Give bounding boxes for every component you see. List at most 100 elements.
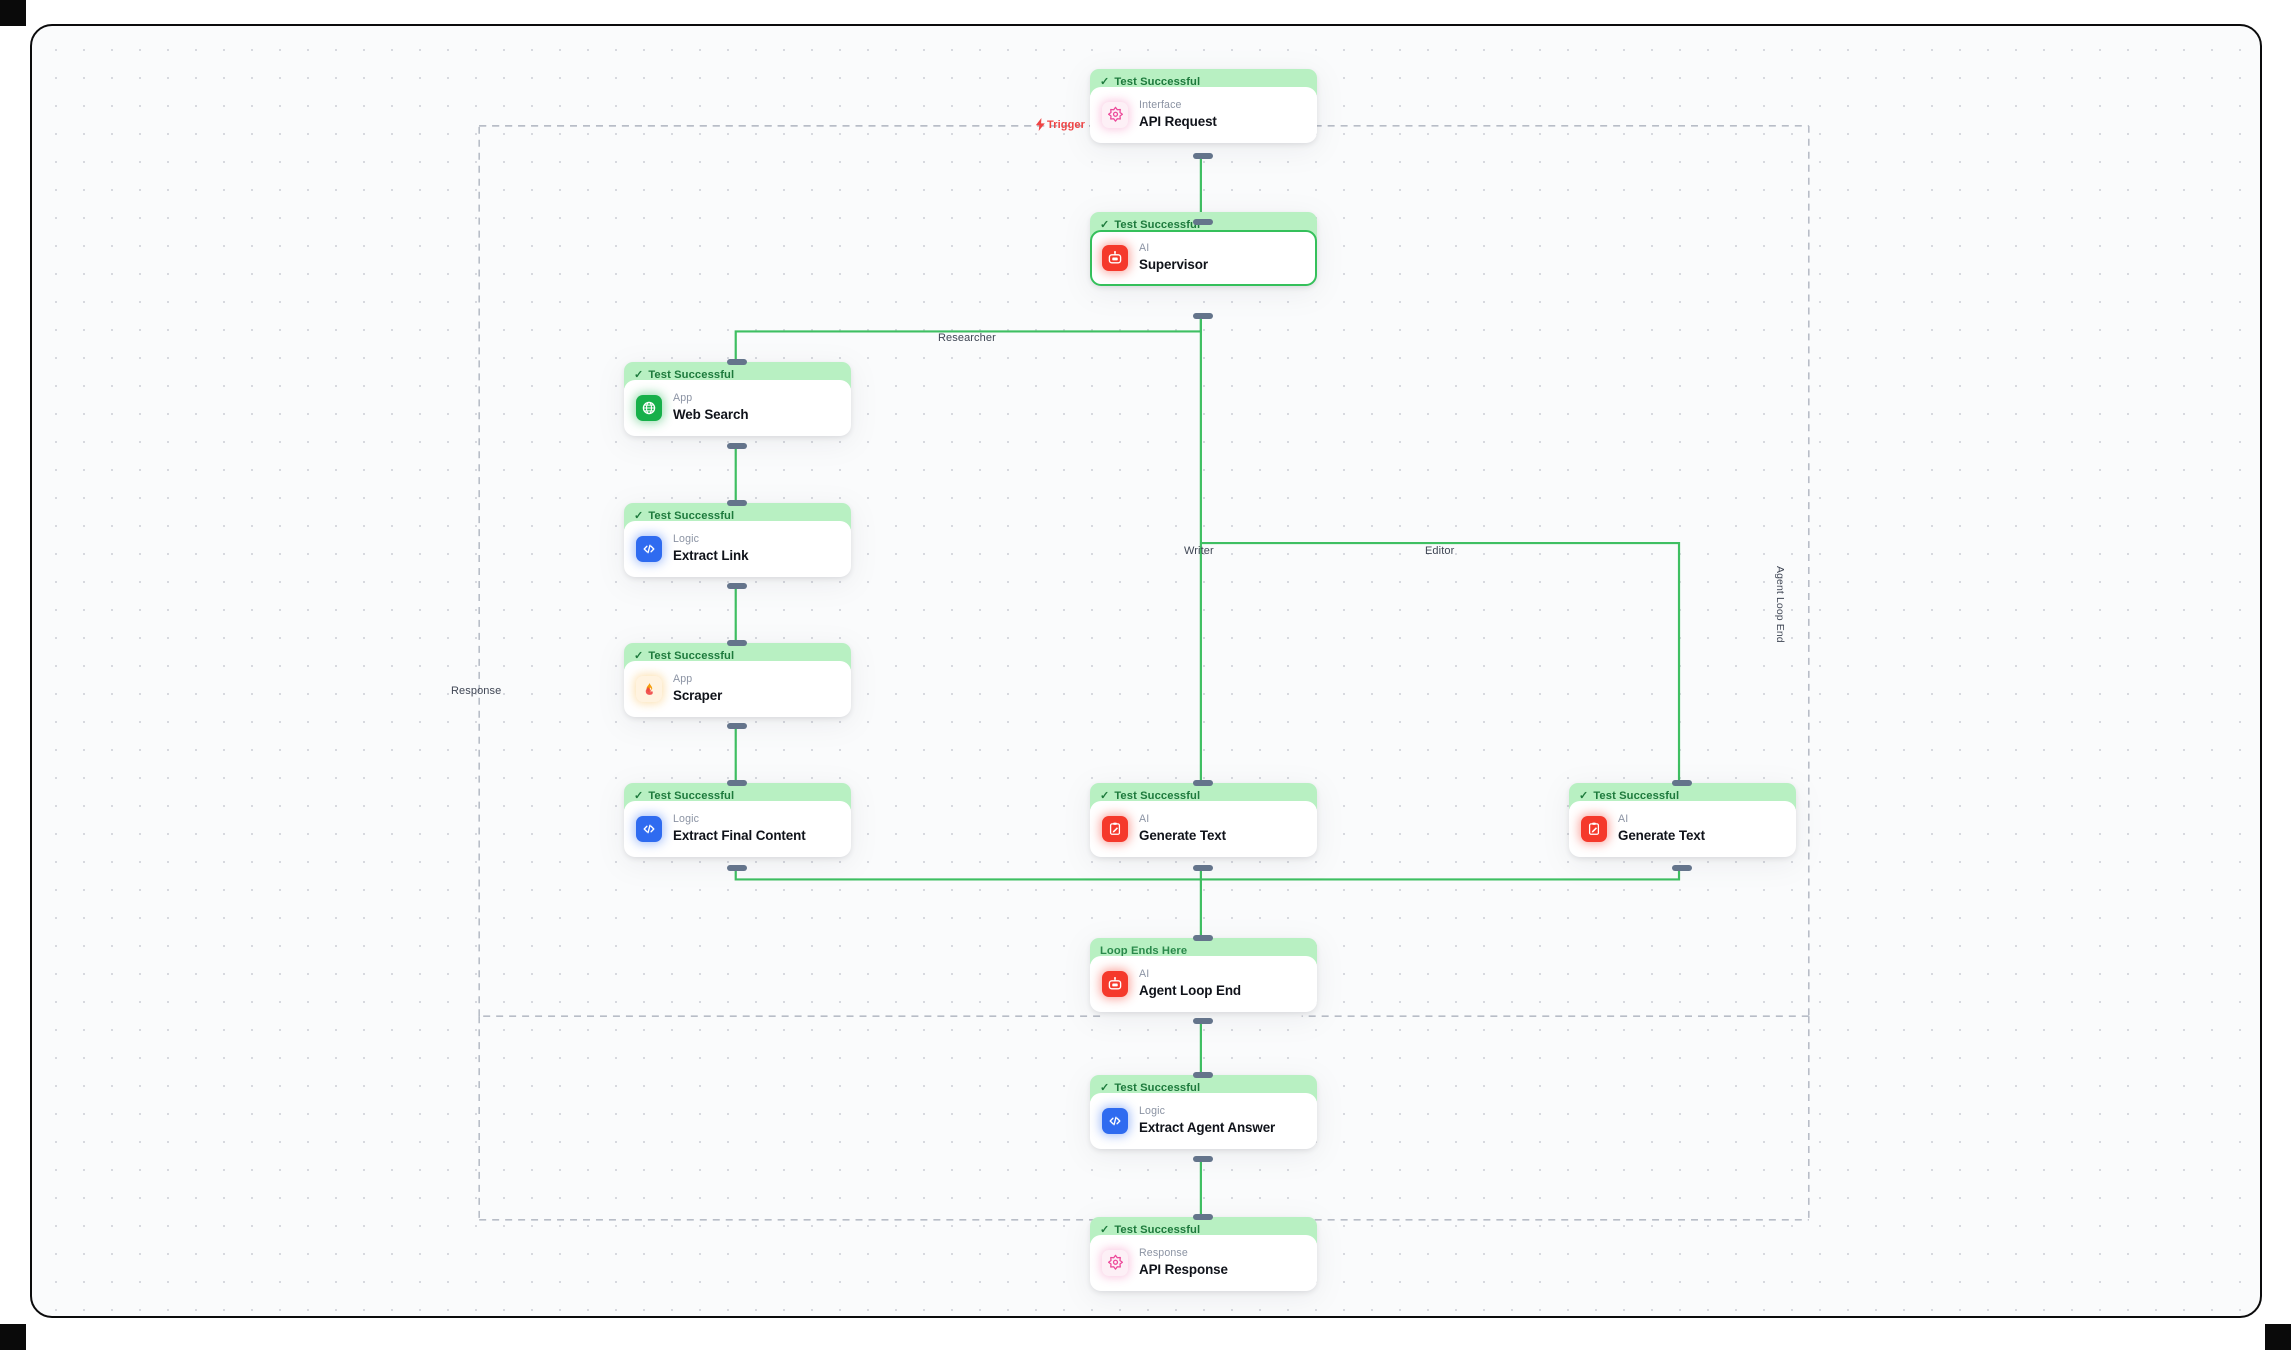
crop-mark-bottom-right: [2265, 1324, 2291, 1350]
port-extract-link-out[interactable]: [727, 583, 747, 589]
robot-icon: [1102, 244, 1128, 271]
node-extract-link[interactable]: ✓ Test Successful Logic Extract Link: [624, 503, 851, 577]
port-web-search-in[interactable]: [727, 359, 747, 365]
node-body-extract-link[interactable]: Logic Extract Link: [624, 521, 851, 577]
port-supervisor-out[interactable]: [1193, 313, 1213, 319]
port-loop-end-out[interactable]: [1193, 1018, 1213, 1024]
node-body-api-request[interactable]: Interface API Request: [1090, 87, 1317, 143]
node-kind-label: App: [673, 672, 693, 685]
node-title-label: API Response: [1139, 1261, 1228, 1277]
node-status-label: Test Successful: [1114, 1082, 1201, 1094]
port-scraper-in[interactable]: [727, 640, 747, 646]
edge-label-editor: Editor: [1425, 545, 1455, 557]
node-text-agent-loop-end: AI Agent Loop End: [1139, 968, 1241, 1000]
edge-label-trigger: Trigger: [1035, 118, 1085, 131]
node-title-label: Generate Text: [1139, 827, 1227, 843]
node-kind-label: App: [673, 391, 693, 404]
robot-icon: [1102, 970, 1128, 997]
check-icon: ✓: [1100, 75, 1110, 88]
crop-mark-top-left: [0, 0, 26, 26]
port-api-request-out[interactable]: [1193, 153, 1213, 159]
node-body-generate-text-writer[interactable]: AI Generate Text: [1090, 801, 1317, 857]
node-kind-label: AI: [1139, 967, 1150, 980]
node-text-web-search: App Web Search: [673, 391, 749, 424]
code-icon: [1102, 1107, 1128, 1134]
node-text-generate-text-writer: AI Generate Text: [1139, 813, 1226, 845]
node-kind-label: AI: [1618, 812, 1629, 825]
port-supervisor-in[interactable]: [1193, 219, 1213, 225]
port-web-search-out[interactable]: [727, 443, 747, 449]
api-request-icon: [1102, 101, 1128, 128]
node-text-scraper: App Scraper: [673, 673, 722, 705]
port-editor-out[interactable]: [1672, 865, 1692, 871]
node-body-extract-final-content[interactable]: Logic Extract Final Content: [624, 801, 851, 857]
generate-text-icon: [1581, 815, 1607, 842]
node-title-label: Generate Text: [1618, 827, 1706, 843]
node-extract-agent-answer[interactable]: ✓ Test Successful Logic Extract Agent An…: [1090, 1075, 1317, 1149]
port-extract-answer-out[interactable]: [1193, 1156, 1213, 1162]
node-body-extract-agent-answer[interactable]: Logic Extract Agent Answer: [1090, 1093, 1317, 1149]
node-body-supervisor[interactable]: AI Supervisor: [1090, 230, 1317, 286]
edge-label-response: Response: [451, 685, 502, 697]
flame-icon: [636, 675, 662, 702]
port-api-response-in[interactable]: [1193, 1214, 1213, 1220]
node-status-label: Loop Ends Here: [1100, 945, 1188, 957]
node-body-api-response[interactable]: Response API Response: [1090, 1235, 1317, 1291]
node-kind-label: AI: [1139, 812, 1150, 825]
node-status-label: Test Successful: [648, 790, 735, 802]
check-icon: ✓: [1100, 1223, 1110, 1236]
node-kind-label: Logic: [673, 532, 700, 545]
node-kind-label: AI: [1139, 241, 1150, 254]
node-text-extract-agent-answer: Logic Extract Agent Answer: [1139, 1105, 1275, 1137]
port-scraper-out[interactable]: [727, 723, 747, 729]
port-writer-out[interactable]: [1193, 865, 1213, 871]
crop-mark-bottom-left: [0, 1324, 26, 1350]
node-web-search[interactable]: ✓ Test Successful App Web Search: [624, 362, 851, 436]
node-api-response[interactable]: ✓ Test Successful Response API Response: [1090, 1217, 1317, 1291]
lightning-bolt-icon: [1035, 118, 1045, 131]
node-kind-label: Response: [1139, 1246, 1188, 1259]
port-loop-end-in[interactable]: [1193, 935, 1213, 941]
port-writer-in[interactable]: [1193, 780, 1213, 786]
check-icon: ✓: [1100, 1081, 1110, 1094]
node-extract-final-content[interactable]: ✓ Test Successful Logic Extract Final Co…: [624, 783, 851, 857]
code-icon: [636, 535, 662, 562]
port-extract-link-in[interactable]: [727, 500, 747, 506]
node-title-label: API Request: [1139, 113, 1217, 129]
node-text-generate-text-editor: AI Generate Text: [1618, 813, 1705, 845]
node-body-web-search[interactable]: App Web Search: [624, 380, 851, 436]
edge-supervisor-to-editor: [1200, 541, 1681, 782]
node-generate-text-editor[interactable]: ✓ Test Successful AI Generate Text: [1569, 783, 1796, 857]
node-status-label: Test Successful: [1114, 76, 1201, 88]
node-body-scraper[interactable]: App Scraper: [624, 661, 851, 717]
port-editor-in[interactable]: [1672, 780, 1692, 786]
port-extract-final-in[interactable]: [727, 780, 747, 786]
node-text-supervisor: AI Supervisor: [1139, 242, 1208, 274]
workflow-canvas[interactable]: .gw { stroke:#3fbf62; stroke-width:2.2; …: [30, 24, 2262, 1318]
node-generate-text-writer[interactable]: ✓ Test Successful AI Generate Text: [1090, 783, 1317, 857]
node-title-label: Extract Link: [673, 547, 749, 563]
node-supervisor[interactable]: ✓ Test Successful AI Supervisor: [1090, 212, 1317, 286]
edge-extract-final-to-loop-end: [734, 866, 1201, 881]
check-icon: ✓: [1579, 789, 1589, 802]
node-api-request[interactable]: ✓ Test Successful Interface API Request: [1090, 69, 1317, 143]
edge-label-researcher: Researcher: [938, 332, 996, 344]
port-extract-final-out[interactable]: [727, 865, 747, 871]
node-title-label: Scraper: [673, 687, 723, 703]
port-extract-answer-in[interactable]: [1193, 1072, 1213, 1078]
node-text-api-request: Interface API Request: [1139, 99, 1217, 131]
node-text-extract-link: Logic Extract Link: [673, 532, 749, 565]
node-body-agent-loop-end[interactable]: AI Agent Loop End: [1090, 956, 1317, 1012]
node-title-label: Supervisor: [1139, 256, 1208, 272]
node-body-generate-text-editor[interactable]: AI Generate Text: [1569, 801, 1796, 857]
node-title-label: Extract Final Content: [673, 827, 806, 843]
node-status-label: Test Successful: [1114, 219, 1201, 231]
globe-icon: [636, 394, 662, 421]
outer-group-boundary: [478, 125, 1810, 1018]
node-kind-label: Logic: [673, 812, 700, 825]
node-kind-label: Interface: [1139, 98, 1182, 111]
node-text-extract-final-content: Logic Extract Final Content: [673, 813, 806, 845]
node-scraper[interactable]: ✓ Test Successful App Scraper: [624, 643, 851, 717]
node-agent-loop-end[interactable]: Loop Ends Here AI Agent Loop End: [1090, 938, 1317, 1012]
node-status-label: Test Successful: [1593, 790, 1680, 802]
